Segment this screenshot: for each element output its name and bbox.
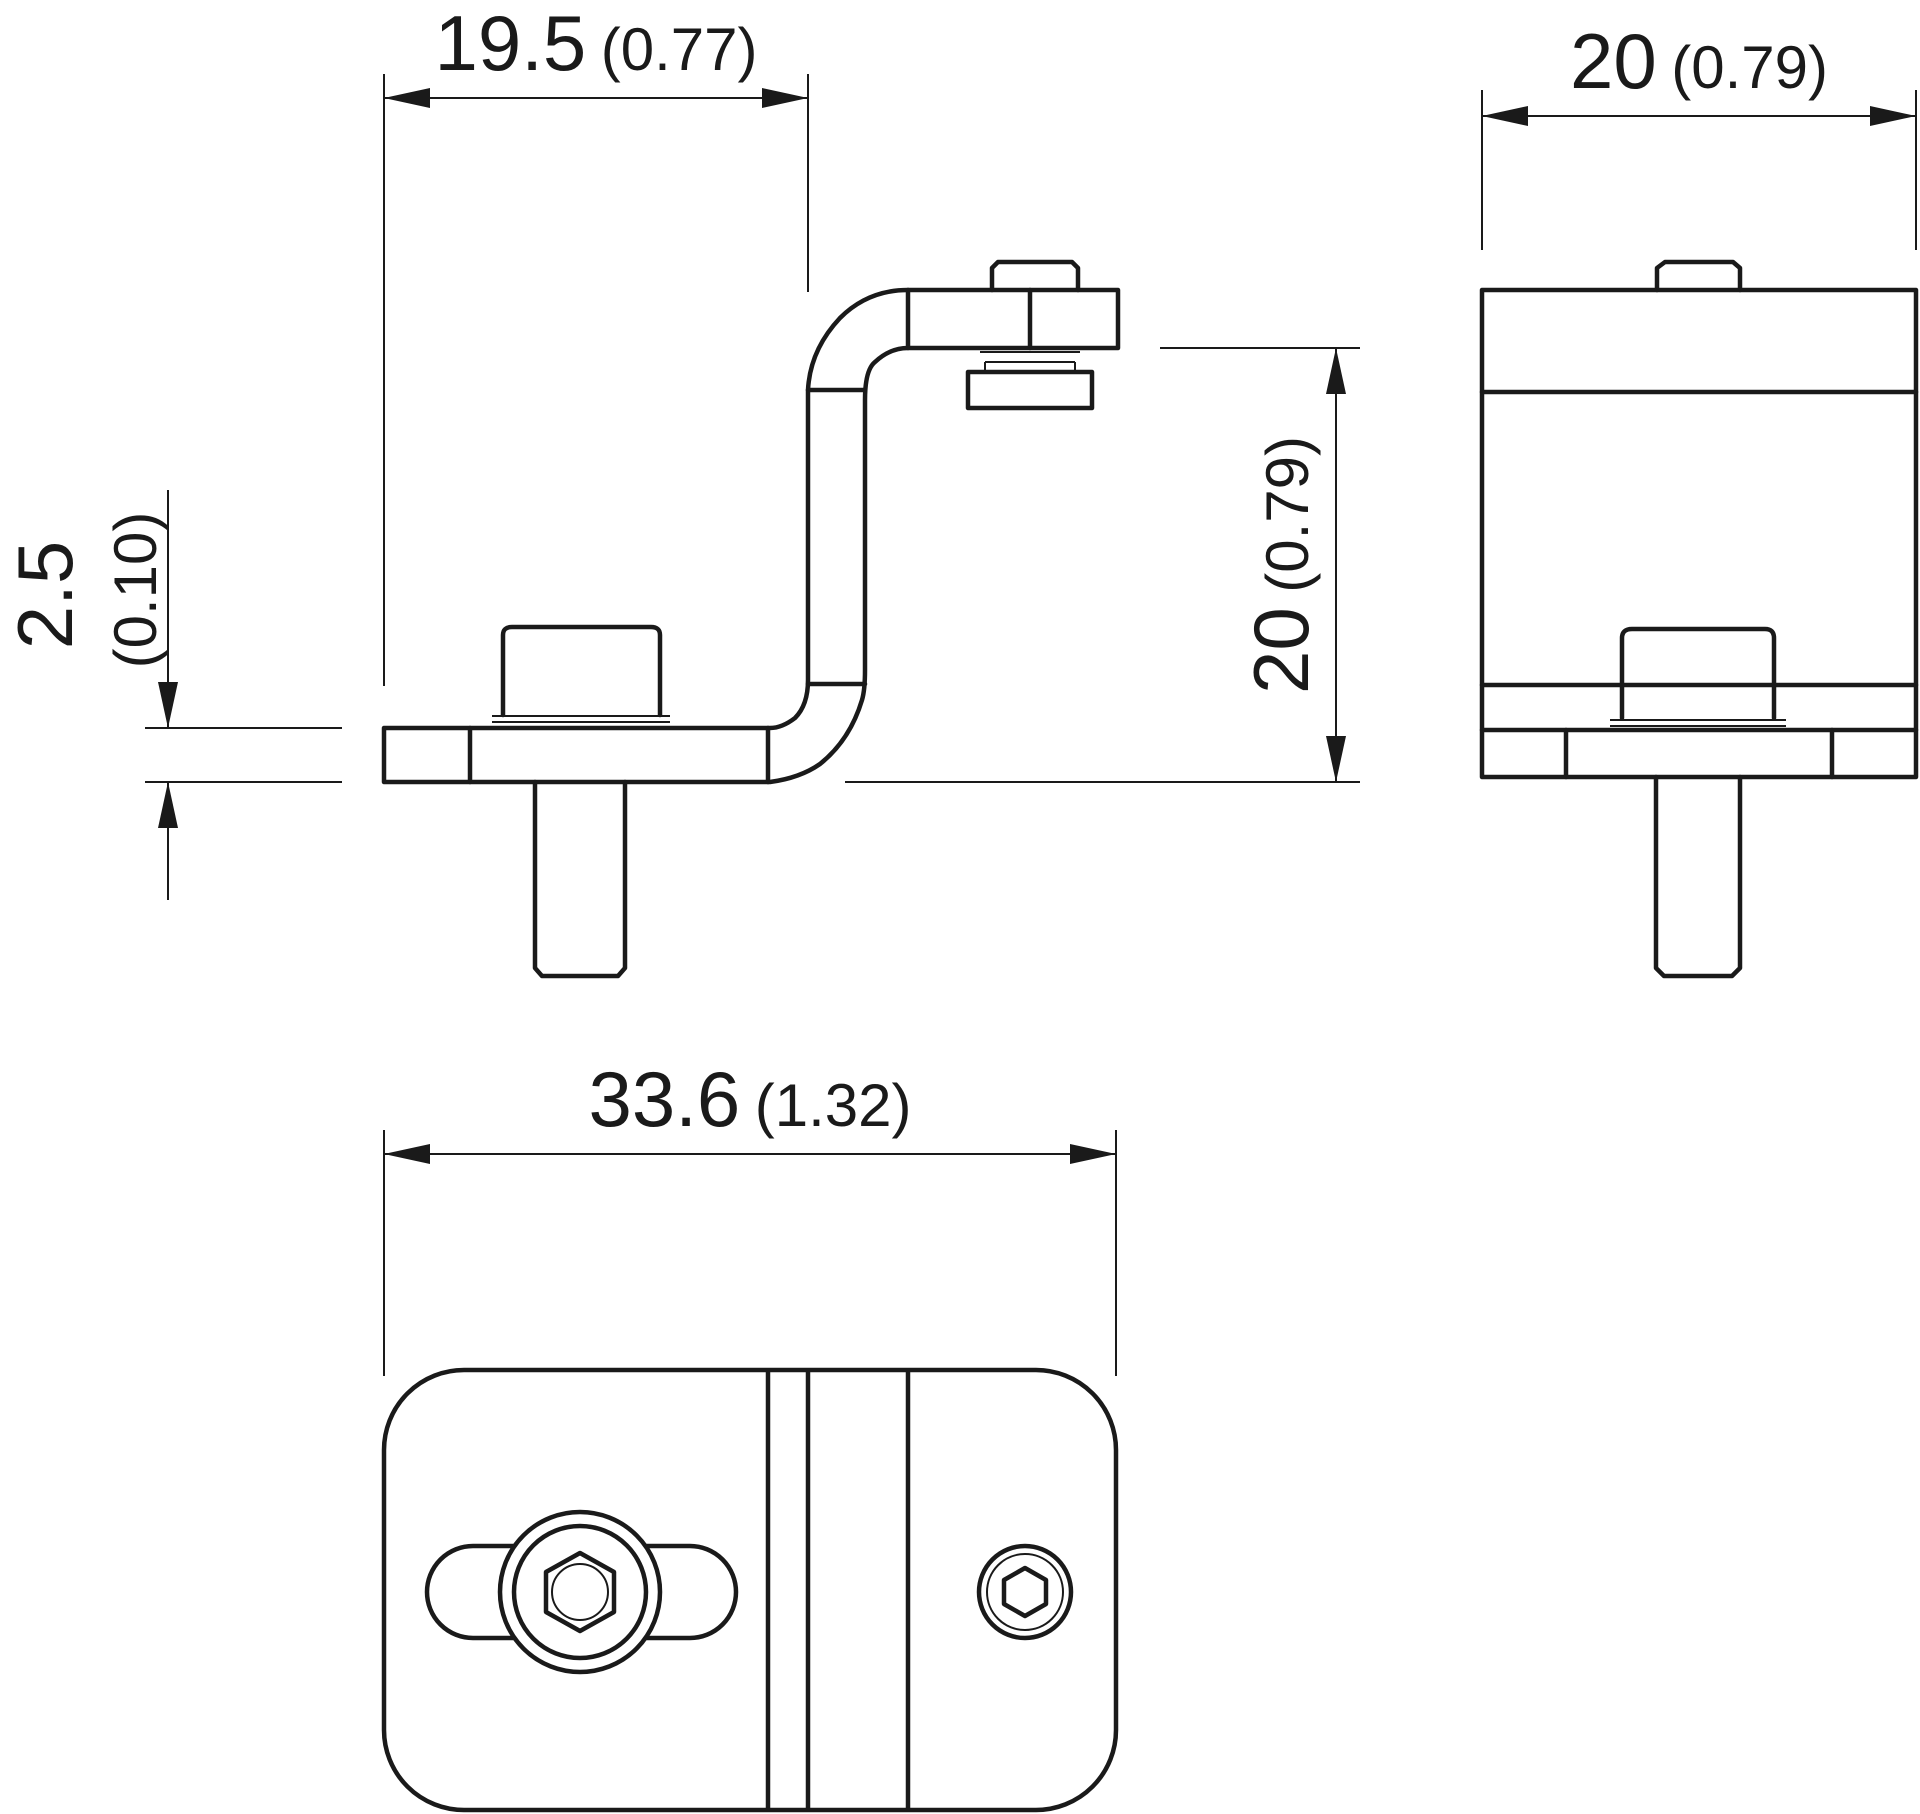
arrow bbox=[1482, 106, 1528, 126]
dim-height-label: 20 (0.79) bbox=[1237, 436, 1325, 694]
dim-top-width-label: 19.5 (0.77) bbox=[434, 0, 757, 87]
bracket-profile bbox=[381, 287, 1121, 785]
arrow bbox=[158, 782, 178, 828]
arrow bbox=[384, 88, 430, 108]
side-stud bbox=[1653, 774, 1743, 979]
dim-height: 20 (0.79) bbox=[845, 347, 1360, 783]
side-body bbox=[1479, 287, 1919, 780]
arrow bbox=[1326, 348, 1346, 394]
dim-bottom-width-in: (1.32) bbox=[755, 1072, 912, 1139]
bottom-plate bbox=[381, 1367, 1119, 1813]
side-nut bbox=[1619, 626, 1777, 721]
dim-top-width-mm: 19.5 bbox=[434, 0, 586, 87]
base-stud bbox=[532, 779, 628, 979]
dim-height-in: (0.79) bbox=[1254, 436, 1321, 593]
dim-side-width-in: (0.79) bbox=[1671, 34, 1828, 101]
arrow bbox=[1870, 106, 1916, 126]
dim-top-width-in: (0.77) bbox=[601, 16, 758, 83]
mounting-slot bbox=[424, 1543, 739, 1641]
dim-bottom-width-label: 33.6 (1.32) bbox=[588, 1055, 911, 1143]
base-nut bbox=[500, 624, 663, 718]
dim-thickness-mm: 2.5 bbox=[1, 541, 89, 649]
top-screw-head bbox=[989, 259, 1081, 293]
side-top-screw bbox=[1654, 259, 1743, 293]
dim-thickness: 2.5 (0.10) bbox=[1, 490, 342, 900]
dim-bottom-width-mm: 33.6 bbox=[588, 1055, 740, 1143]
bottom-view bbox=[381, 1367, 1119, 1813]
arrow bbox=[384, 1144, 430, 1164]
serrated-washer bbox=[497, 1509, 663, 1675]
arrow bbox=[158, 682, 178, 728]
small-screw-head bbox=[976, 1543, 1074, 1641]
dim-bottom-width: 33.6 (1.32) bbox=[383, 1055, 1117, 1376]
dim-side-width-mm: 20 bbox=[1570, 17, 1657, 105]
dim-thickness-in: (0.10) bbox=[102, 512, 169, 669]
socket-inner bbox=[551, 1563, 609, 1621]
top-screw-thread bbox=[980, 351, 1080, 372]
dim-height-mm: 20 bbox=[1237, 607, 1325, 694]
dim-side-width: 20 (0.79) bbox=[1481, 17, 1917, 250]
top-clamp-block bbox=[965, 369, 1095, 411]
dim-top-width: 19.5 (0.77) bbox=[383, 0, 809, 686]
side-view bbox=[1479, 259, 1919, 979]
nut-ring bbox=[511, 1523, 649, 1661]
arrow bbox=[1326, 736, 1346, 782]
small-hex-socket-icon bbox=[1001, 1565, 1049, 1619]
arrow bbox=[1070, 1144, 1116, 1164]
front-view bbox=[381, 259, 1121, 979]
small-screw-ring bbox=[986, 1553, 1064, 1631]
hex-socket-icon bbox=[543, 1550, 617, 1634]
dim-side-width-label: 20 (0.79) bbox=[1570, 17, 1828, 105]
arrow bbox=[762, 88, 808, 108]
